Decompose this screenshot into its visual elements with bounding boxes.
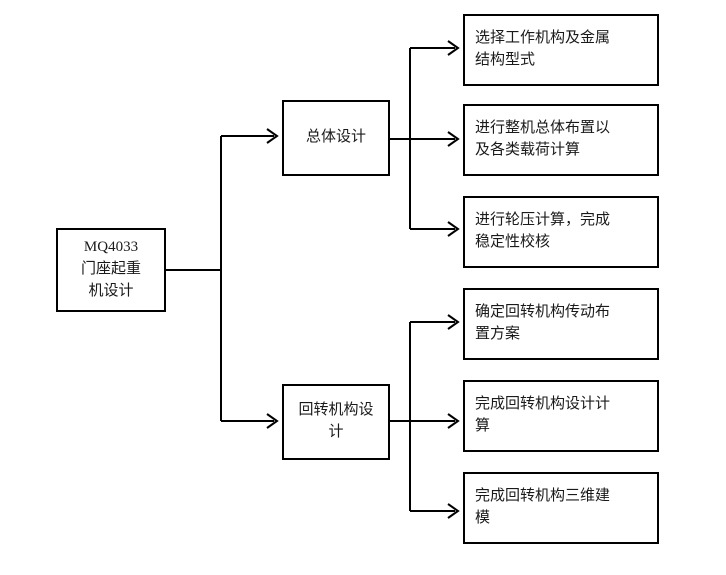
node-slewing-design[interactable]: 回转机构设 计 <box>282 384 390 460</box>
node-leaf-design-calculation[interactable]: 完成回转机构设计计 算 <box>463 380 659 452</box>
arrowhead-leaf-4 <box>447 314 460 330</box>
arrowhead-leaf-3 <box>447 221 460 237</box>
arrowhead-slewing-design <box>266 413 279 429</box>
node-leaf-3d-modeling-label: 完成回转机构三维建 模 <box>475 488 611 526</box>
arrowhead-leaf-5 <box>447 413 460 429</box>
node-slewing-design-label: 回转机构设 计 <box>298 402 374 440</box>
node-overall-design-label: 总体设计 <box>305 129 366 146</box>
node-leaf-select-mechanism-label: 选择工作机构及金属 结构型式 <box>475 30 611 68</box>
node-overall-design[interactable]: 总体设计 <box>282 100 390 176</box>
node-root[interactable]: MQ4033 门座起重 机设计 <box>56 228 166 312</box>
node-leaf-transmission-scheme-label: 确定回转机构传动布 置方案 <box>475 304 611 342</box>
node-leaf-design-calculation-label: 完成回转机构设计计 算 <box>475 396 611 434</box>
node-leaf-transmission-scheme[interactable]: 确定回转机构传动布 置方案 <box>463 288 659 360</box>
node-leaf-select-mechanism[interactable]: 选择工作机构及金属 结构型式 <box>463 14 659 86</box>
node-leaf-layout-loads[interactable]: 进行整机总体布置以 及各类载荷计算 <box>463 104 659 176</box>
arrowhead-leaf-6 <box>447 503 460 519</box>
arrowhead-overall-design <box>266 128 279 144</box>
arrowhead-leaf-2 <box>447 131 460 147</box>
arrowhead-leaf-1 <box>447 40 460 56</box>
node-leaf-wheel-pressure-stability-label: 进行轮压计算，完成 稳定性校核 <box>475 212 611 250</box>
node-leaf-layout-loads-label: 进行整机总体布置以 及各类载荷计算 <box>475 120 611 158</box>
node-leaf-wheel-pressure-stability[interactable]: 进行轮压计算，完成 稳定性校核 <box>463 196 659 268</box>
node-leaf-3d-modeling[interactable]: 完成回转机构三维建 模 <box>463 472 659 544</box>
node-root-label: MQ4033 门座起重 机设计 <box>80 239 141 299</box>
